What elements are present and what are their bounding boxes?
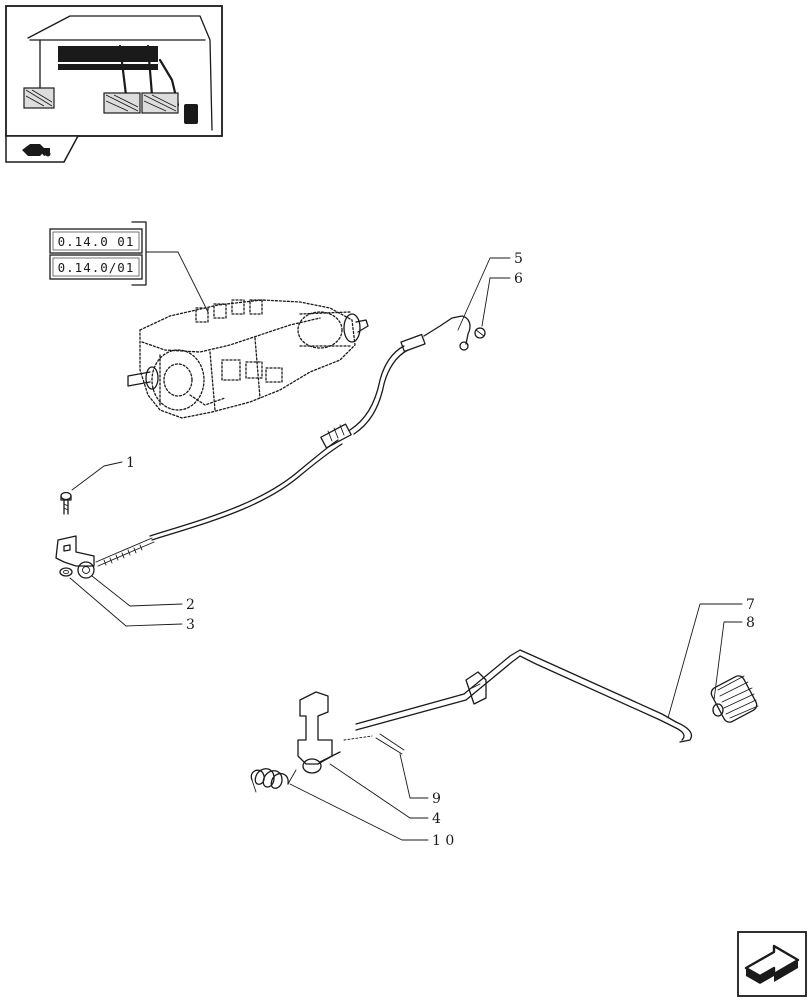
thumb-pedal-right [141,92,179,114]
callout-numbers: 1 2 3 4 5 6 7 8 9 1 0 [126,251,755,849]
callout-3[interactable]: 3 [186,617,195,633]
callout-8[interactable]: 8 [746,615,755,631]
reference-label-1[interactable]: 0.14.0 01 [58,234,135,249]
split-pin [343,733,405,755]
pedal-linkage [250,649,759,793]
accelerator-pedal [710,675,759,723]
return-spring [250,768,297,793]
callout-1[interactable]: 1 [126,455,135,471]
cable-clip [474,327,486,339]
cable-bracket [55,491,95,579]
injection-pump [127,299,369,419]
thumbnail-locator[interactable] [5,5,223,137]
next-page-button[interactable] [737,931,807,997]
callout-4[interactable]: 4 [432,811,441,827]
thumb-pedal-left [23,87,55,109]
pedal-lever [297,691,341,774]
callout-5[interactable]: 5 [514,251,523,267]
bolt [60,491,72,515]
callout-9[interactable]: 9 [432,791,441,807]
thumbnail-nav-tab[interactable] [5,135,80,163]
tractor-outline-icon [22,144,51,157]
next-page-arrow-icon [744,944,800,984]
reference-label-2[interactable]: 0.14.0/01 [58,260,135,275]
thumb-highlighted-pedal [184,104,198,124]
reference-boxes: 0.14.0 01 0.14.0/01 [49,221,209,313]
callout-10[interactable]: 1 0 [432,833,454,849]
callout-7[interactable]: 7 [746,597,755,613]
callout-2[interactable]: 2 [186,597,195,613]
throttle-cable [95,315,486,567]
thumb-pedal-center [103,92,141,114]
callout-6[interactable]: 6 [514,271,523,287]
callout-leaders [69,257,743,841]
